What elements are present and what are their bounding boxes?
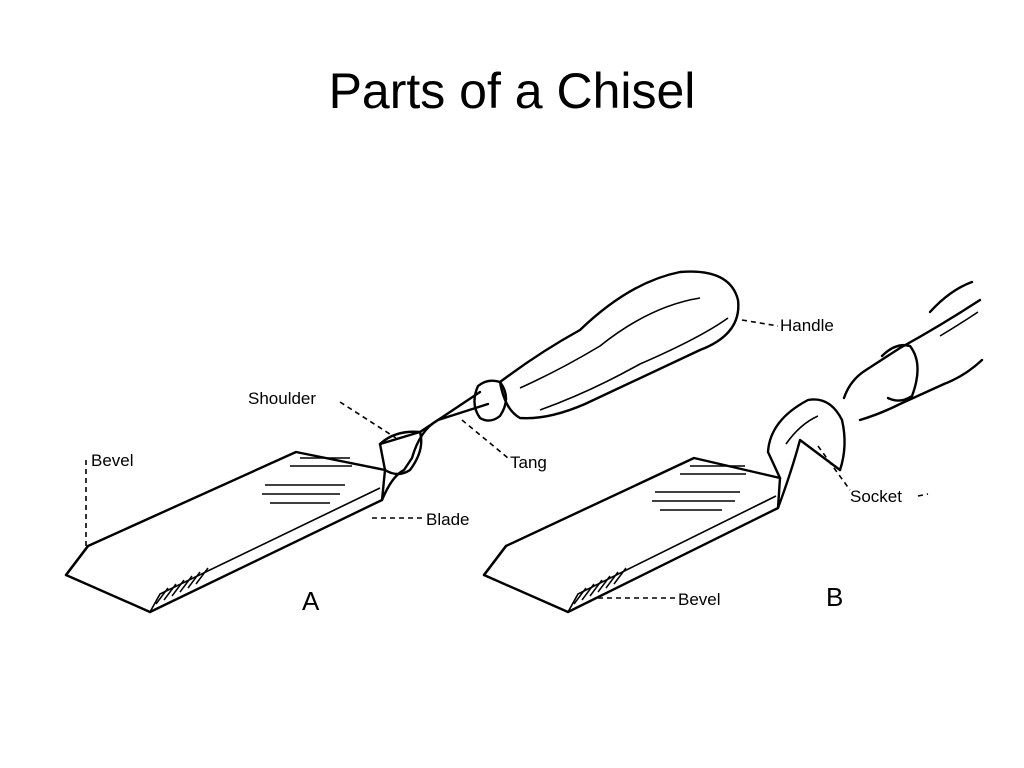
chisel-a-face-shading bbox=[262, 457, 352, 504]
label-bevel-b: Bevel bbox=[678, 590, 721, 609]
leader-lines bbox=[85, 319, 929, 599]
chisel-b-face-shading bbox=[652, 465, 746, 511]
label-handle: Handle bbox=[780, 316, 834, 335]
chisel-a-bevel-hatching bbox=[155, 567, 209, 605]
chisel-a-illustration bbox=[64, 270, 740, 614]
chisel-b-bevel-hatching bbox=[573, 567, 627, 605]
label-bevel-a: Bevel bbox=[91, 451, 134, 470]
slide-title: Parts of a Chisel bbox=[328, 63, 696, 119]
label-tang: Tang bbox=[510, 453, 547, 472]
chisel-b-illustration bbox=[482, 280, 984, 614]
caption-a: A bbox=[302, 586, 320, 616]
caption-b: B bbox=[826, 582, 843, 612]
label-blade: Blade bbox=[426, 510, 469, 529]
label-shoulder: Shoulder bbox=[248, 389, 316, 408]
label-socket: Socket bbox=[850, 487, 902, 506]
